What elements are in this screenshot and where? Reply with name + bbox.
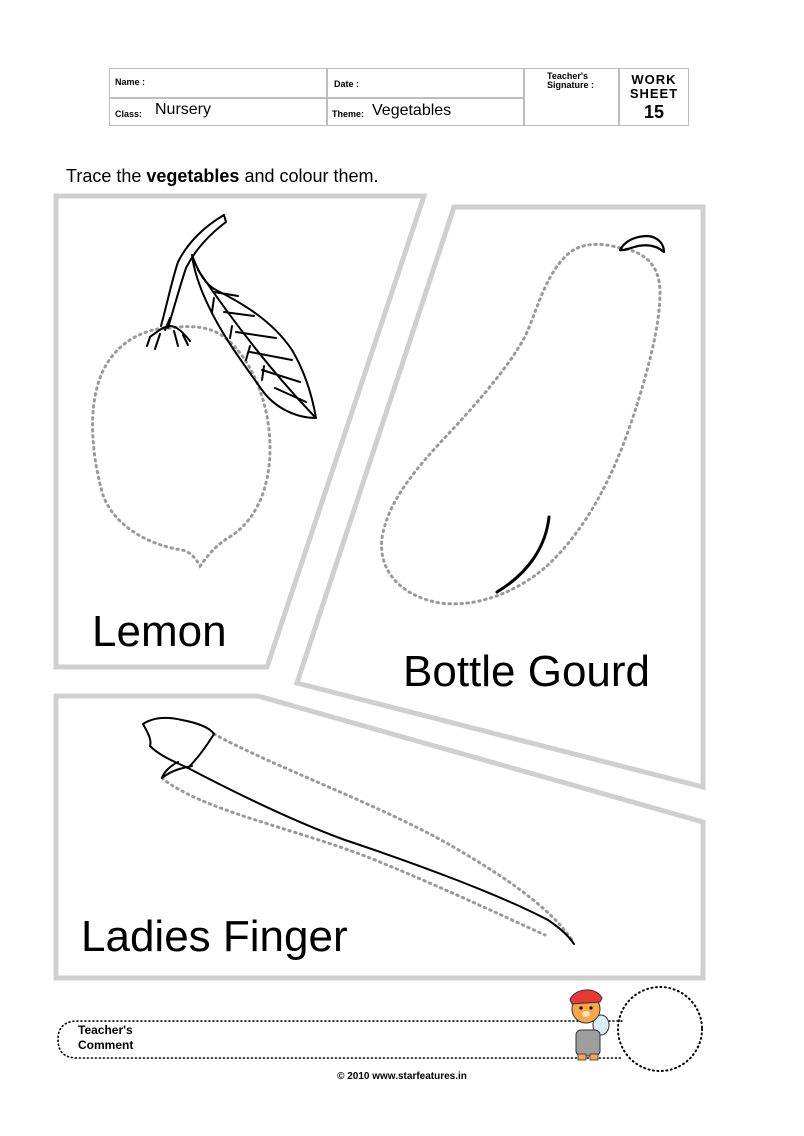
teacher-signature-label: Teacher's Signature : (547, 72, 594, 90)
date-cell[interactable] (327, 68, 524, 98)
worksheet-header: Name : Date : Teacher's Signature : Clas… (109, 68, 689, 126)
ladies-finger-panel (53, 693, 706, 981)
instruction-before: Trace the (66, 166, 147, 186)
lemon-stem-and-leaf (146, 214, 317, 419)
lemon-panel (53, 193, 428, 670)
ladies-finger-cap-and-stroke (142, 716, 575, 945)
teacher-comment-line1: Teacher's (78, 1023, 133, 1037)
name-cell[interactable] (109, 68, 327, 98)
worksheet-number: 15 (643, 102, 665, 122)
bear-mascot-icon (569, 989, 610, 1061)
bottle-gourd-panel (293, 204, 706, 791)
theme-label: Theme: (332, 109, 365, 119)
instruction-bold: vegetables (146, 166, 240, 186)
instruction-after: and colour them. (239, 166, 379, 186)
theme-cell (327, 98, 524, 126)
bottle-gourd-label: Bottle Gourd (403, 647, 651, 696)
bottle-gourd-trace-outline (380, 242, 662, 606)
bottle-gourd-stem-and-stroke (495, 234, 666, 594)
comment-dotted-frame (57, 1020, 623, 1059)
teacher-signature-label-line1: Teacher's (547, 71, 588, 81)
teacher-comment-line2: Comment (78, 1038, 134, 1052)
theme-value: Vegetables (372, 102, 452, 119)
instruction-text: Trace the vegetables and colour them. (66, 166, 379, 187)
ladies-finger-trace-outline (160, 732, 574, 942)
lemon-label: Lemon (92, 607, 227, 656)
worksheet-word-line1: WORK (631, 72, 677, 87)
comment-dotted-circle (617, 986, 703, 1072)
teacher-signature-cell[interactable] (524, 68, 619, 126)
copyright-text: © 2010 www.starfeatures.in (337, 1071, 467, 1082)
name-label: Name : (115, 77, 146, 87)
class-cell (109, 98, 327, 126)
ladies-finger-label: Ladies Finger (81, 912, 348, 961)
class-value: Nursery (155, 101, 212, 118)
date-label: Date : (334, 79, 360, 89)
teacher-signature-label-line2: Signature : (547, 80, 595, 90)
worksheet-number-box: WORK SHEET 15 (619, 68, 689, 126)
worksheet-word-line2: SHEET (629, 86, 679, 101)
teacher-comment-label: Teacher's Comment (78, 1023, 133, 1053)
class-label: Class: (115, 109, 143, 119)
lemon-trace-outline (91, 325, 272, 569)
